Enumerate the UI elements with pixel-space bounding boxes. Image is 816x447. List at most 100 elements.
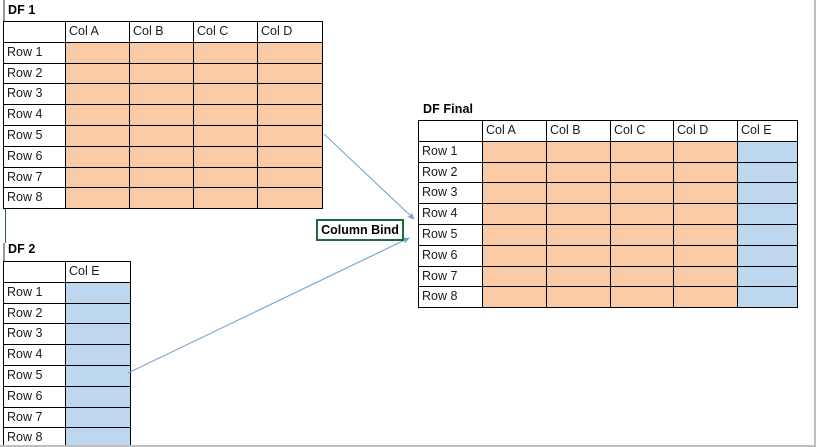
df2-title: DF 2 — [8, 242, 36, 256]
df-final-data-cell — [610, 265, 674, 288]
df2-data-cell — [65, 323, 131, 346]
df2-data-cell — [65, 385, 131, 408]
df-final-data-cell — [482, 203, 547, 225]
column-bind-box[interactable]: Column Bind — [316, 219, 404, 241]
df2-row-label: Row 6 — [3, 385, 66, 408]
df-final-data-cell — [673, 161, 738, 184]
df-final-data-cell — [546, 265, 611, 288]
df1-data-cell — [257, 41, 323, 64]
df-final-data-cell — [610, 182, 674, 205]
df1-table-row: Row 3 — [3, 83, 323, 106]
df-final-data-cell — [610, 244, 674, 267]
df1-data-cell — [193, 187, 258, 210]
df-final-table-row: Row 8 — [418, 286, 798, 309]
df-final-data-cell — [737, 244, 798, 267]
df-final-row-label: Row 2 — [418, 161, 483, 184]
df-final-title: DF Final — [423, 102, 474, 116]
df1-column-header: Col D — [257, 21, 323, 43]
df1-column-header: Col A — [65, 21, 130, 43]
df-final-data-cell — [610, 223, 674, 246]
df-final-data-cell — [610, 140, 674, 163]
df1-data-cell — [257, 83, 323, 106]
df-final-column-header: Col B — [546, 120, 611, 142]
df1-data-cell — [257, 104, 323, 126]
df2-row-label: Row 7 — [3, 406, 66, 429]
df1-row-label: Row 7 — [3, 166, 66, 189]
df-final-row-label: Row 1 — [418, 140, 483, 163]
df1-table-row: Row 1 — [3, 41, 323, 64]
df1-data-cell — [129, 124, 194, 147]
df-final-data-cell — [546, 286, 611, 309]
df1-data-cell — [65, 124, 130, 147]
df1-row-label: Row 2 — [3, 62, 66, 85]
df1-data-cell — [193, 124, 258, 147]
df2-row-label: Row 1 — [3, 281, 66, 304]
df1-data-cell — [193, 145, 258, 168]
df-final-row-label: Row 7 — [418, 265, 483, 288]
df2-data-cell — [65, 281, 131, 304]
df2-table-row: Row 6 — [3, 385, 131, 408]
df-final-data-cell — [673, 265, 738, 288]
df2-data-cell — [65, 302, 131, 325]
df1-row-label: Row 8 — [3, 187, 66, 210]
df-final-data-cell — [546, 140, 611, 163]
df-final-data-cell — [673, 244, 738, 267]
df1-data-cell — [65, 166, 130, 189]
df-final-table-row: Row 2 — [418, 161, 798, 184]
df1-data-cell — [257, 62, 323, 85]
df-final-data-cell — [737, 286, 798, 309]
df-final-data-cell — [482, 182, 547, 205]
df1-row-label: Row 6 — [3, 145, 66, 168]
df1-data-cell — [257, 145, 323, 168]
df1-column-header: Col B — [129, 21, 194, 43]
df1-data-cell — [65, 187, 130, 210]
df-final-data-cell — [546, 223, 611, 246]
df-final-data-cell — [673, 203, 738, 225]
df1-table-row: Row 4 — [3, 104, 323, 126]
df-final-data-cell — [673, 286, 738, 309]
df1-corner-cell — [3, 21, 66, 43]
df-final-table-row: Row 3 — [418, 182, 798, 205]
df2-table-row: Row 2 — [3, 302, 131, 325]
connector-df2-to-column-bind — [127, 237, 410, 374]
df1-data-cell — [129, 145, 194, 168]
df-final-column-header: Col A — [482, 120, 547, 142]
df-final-column-header: Col D — [673, 120, 738, 142]
df-final-data-cell — [482, 286, 547, 309]
df1-data-cell — [129, 104, 194, 126]
df1-column-header: Col C — [193, 21, 258, 43]
df-final-data-cell — [482, 223, 547, 246]
df-final-data-cell — [610, 203, 674, 225]
df1-table-row: Row 6 — [3, 145, 323, 168]
df2-data-cell — [65, 406, 131, 429]
df1-data-cell — [129, 83, 194, 106]
df1-data-cell — [193, 104, 258, 126]
df-final-data-cell — [546, 203, 611, 225]
df-final-data-cell — [673, 182, 738, 205]
df1-data-cell — [193, 41, 258, 64]
connector-df1-to-column-bind — [323, 133, 415, 220]
df1-data-cell — [257, 187, 323, 210]
df2-data-cell — [65, 364, 131, 387]
df1-table-row: Row 8 — [3, 187, 323, 210]
df1-data-cell — [257, 166, 323, 189]
df-final-data-cell — [482, 161, 547, 184]
df2-data-cell — [65, 344, 131, 366]
df-final-data-cell — [482, 265, 547, 288]
df2-row-label: Row 5 — [3, 364, 66, 387]
df2-row-label: Row 4 — [3, 344, 66, 366]
df1-data-cell — [65, 104, 130, 126]
df-final-data-cell — [673, 223, 738, 246]
df-final-data-cell — [610, 286, 674, 309]
df2-table-row: Row 5 — [3, 364, 131, 387]
left-gutter-green-line — [5, 205, 6, 243]
df1-data-cell — [193, 83, 258, 106]
df2-corner-cell — [3, 261, 66, 283]
df2-table-row: Row 4 — [3, 344, 131, 366]
df1-row-label: Row 1 — [3, 41, 66, 64]
df-final-column-header: Col E — [737, 120, 798, 142]
